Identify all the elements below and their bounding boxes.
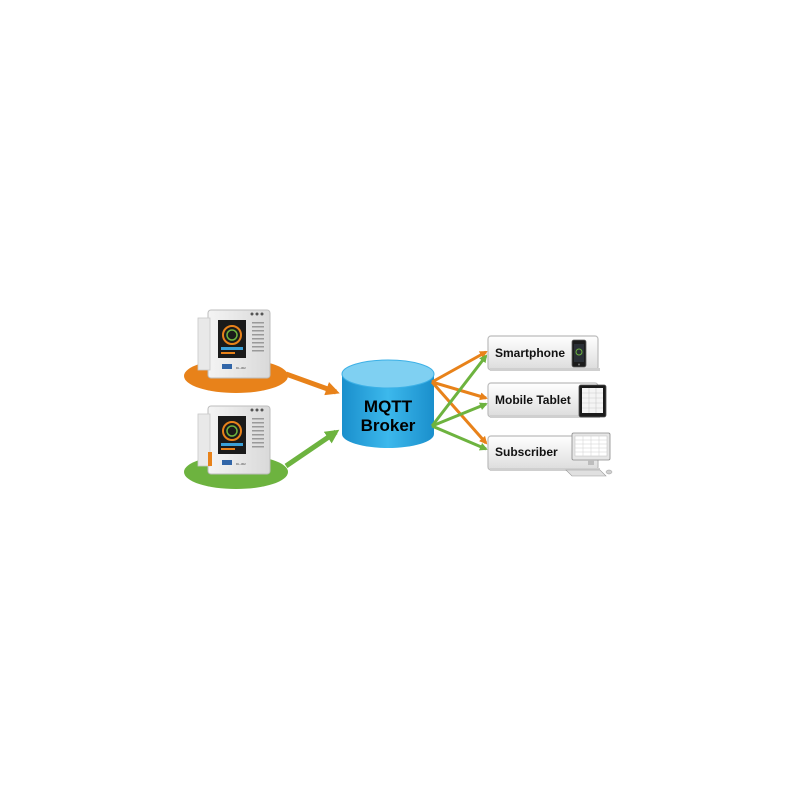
arrow-green-tablet xyxy=(431,402,488,428)
device-model-bottom: DL-302 xyxy=(236,462,246,466)
client-label-subscriber: Subscriber xyxy=(495,445,558,459)
data-logger-device-icon: DL-302 xyxy=(197,309,271,379)
subscribe-arrows xyxy=(430,350,488,451)
broker-label-line2: Broker xyxy=(361,416,416,435)
smartphone-icon xyxy=(571,339,587,368)
data-logger-device-icon: DL-302 xyxy=(197,405,271,475)
publisher-device-bottom: DL-302 xyxy=(184,405,288,489)
broker-label-line1: MQTT xyxy=(364,397,413,416)
client-smartphone: Smartphone xyxy=(487,335,600,371)
broker-top-ellipse xyxy=(341,359,435,389)
arrow-green-smartphone xyxy=(430,354,488,427)
client-label-mobile-tablet: Mobile Tablet xyxy=(495,393,571,407)
device-model-top: DL-302 xyxy=(236,366,246,370)
arrow-orange-smartphone xyxy=(431,350,488,384)
publish-arrow-green xyxy=(284,429,340,469)
computer-icon xyxy=(565,432,613,477)
tablet-icon xyxy=(578,384,607,418)
arrow-orange-subscriber xyxy=(430,381,488,445)
publisher-device-top: DL-302 xyxy=(184,309,288,393)
client-subscriber: Subscriber xyxy=(487,432,613,477)
mqtt-broker-cylinder: MQTT Broker xyxy=(341,359,435,448)
publish-arrow-orange xyxy=(285,371,340,396)
client-mobile-tablet: Mobile Tablet xyxy=(487,382,607,418)
client-label-smartphone: Smartphone xyxy=(495,346,565,360)
arrow-green-subscriber xyxy=(431,424,488,451)
